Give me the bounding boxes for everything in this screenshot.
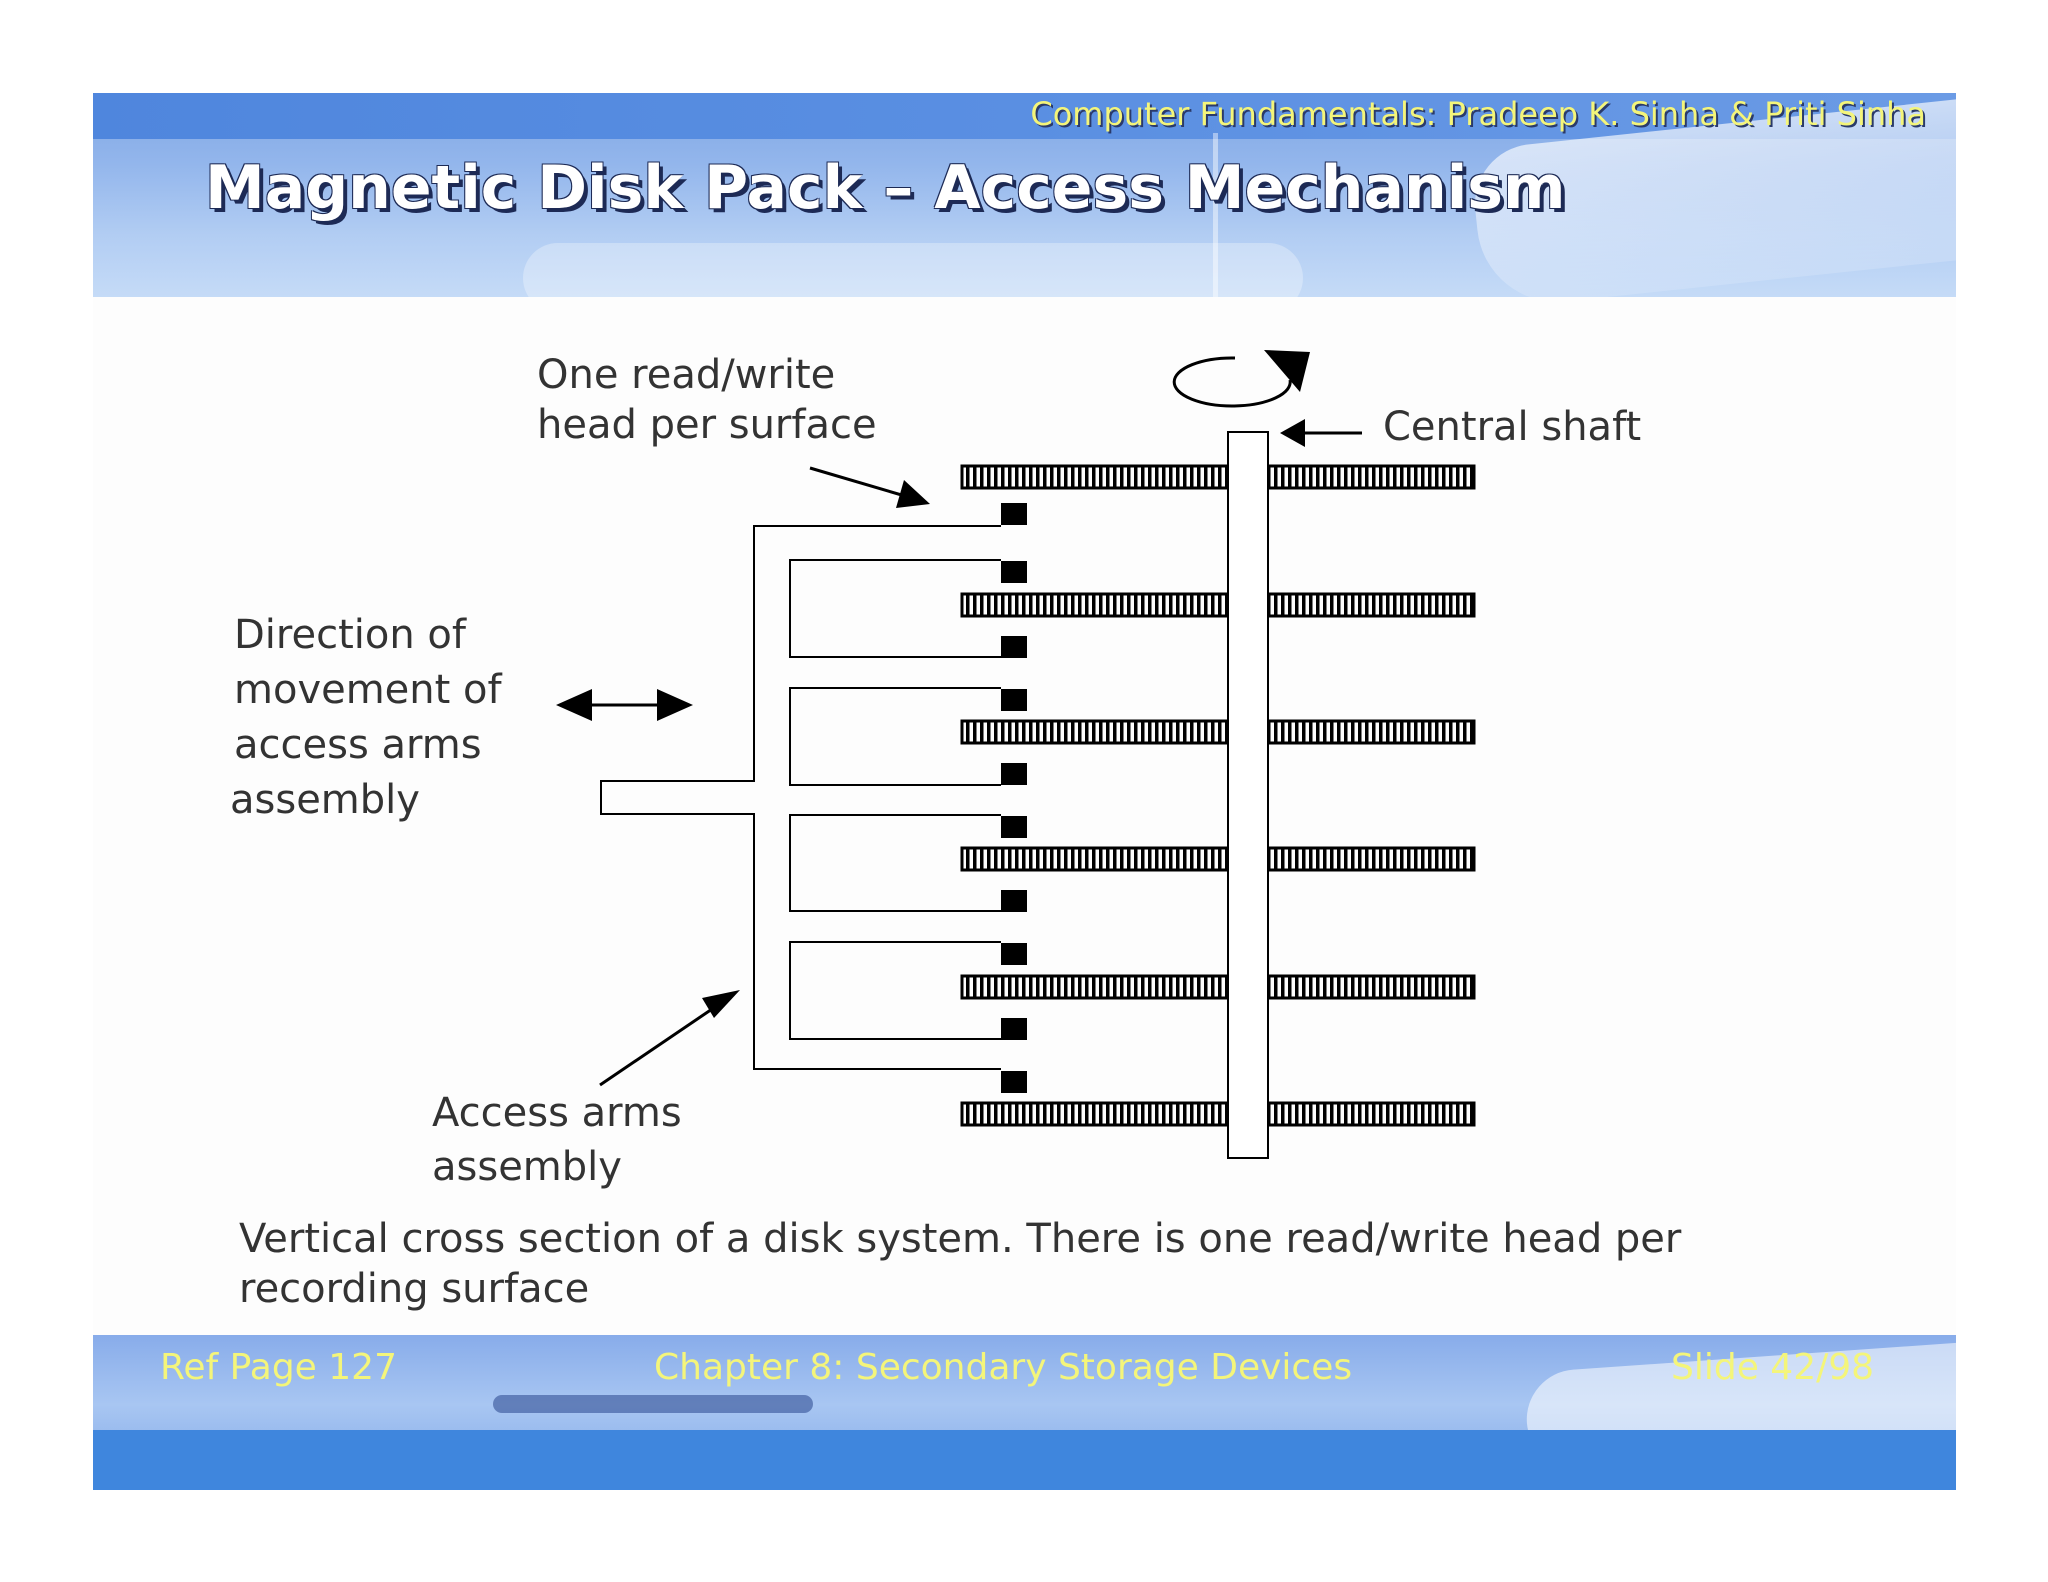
access-arms-label-line2: assembly	[432, 1144, 622, 1190]
direction-label-line4: assembly	[230, 777, 420, 823]
access-arms-label-line1: Access arms	[432, 1090, 682, 1136]
rotation-arrow-icon	[1172, 350, 1310, 408]
footer-bar	[93, 1430, 1956, 1490]
read-write-heads	[1001, 503, 1027, 1093]
slide-header: Computer Fundamentals: Pradeep K. Sinha …	[93, 93, 1956, 297]
head-pointer-arrow	[809, 466, 930, 508]
slide-number: Slide 42/98	[1671, 1347, 1875, 1388]
access-arms-assembly	[600, 525, 1001, 1070]
access-arm	[789, 687, 1001, 786]
header-background-decoration	[1213, 133, 1218, 297]
footer-background-decoration	[493, 1395, 813, 1413]
disk-platter	[960, 719, 1476, 745]
read-write-head	[1001, 943, 1027, 965]
head-label: One read/write head per surface	[537, 350, 877, 450]
slide-footer	[93, 1335, 1956, 1490]
central-shaft	[1227, 431, 1269, 1159]
read-write-head	[1001, 503, 1027, 525]
disk-platter	[960, 1101, 1476, 1127]
slide: Computer Fundamentals: Pradeep K. Sinha …	[93, 93, 1956, 1490]
read-write-head	[1001, 1071, 1027, 1093]
access-arms-pointer-arrow	[599, 990, 740, 1087]
chapter-title: Chapter 8: Secondary Storage Devices	[654, 1347, 1353, 1388]
slide-title: Magnetic Disk Pack – Access Mechanism	[205, 153, 1566, 223]
read-write-head	[1001, 763, 1027, 785]
read-write-head	[1001, 890, 1027, 912]
disk-platter	[960, 464, 1476, 490]
disk-platters	[960, 464, 1476, 1127]
head-label-line1: One read/write	[537, 352, 836, 398]
direction-label-line2: movement of	[234, 667, 502, 713]
read-write-head	[1001, 636, 1027, 658]
head-label-line2: head per surface	[537, 402, 877, 448]
read-write-head	[1001, 816, 1027, 838]
read-write-head	[1001, 689, 1027, 711]
central-shaft-arrow	[1280, 419, 1362, 447]
caption-line2: recording surface	[239, 1266, 590, 1312]
access-arms-label: Access arms assembly	[432, 1086, 682, 1194]
disk-platter	[960, 846, 1476, 872]
direction-double-arrow	[556, 689, 693, 721]
book-credit: Computer Fundamentals: Pradeep K. Sinha …	[1030, 95, 1926, 133]
access-arm	[789, 559, 1001, 658]
read-write-head	[1001, 561, 1027, 583]
disk-platter	[960, 974, 1476, 1000]
diagram-caption: Vertical cross section of a disk system.…	[239, 1214, 1681, 1314]
caption-line1: Vertical cross section of a disk system.…	[239, 1216, 1682, 1262]
direction-label-line1: Direction of	[234, 612, 466, 658]
ref-page: Ref Page 127	[160, 1347, 397, 1388]
read-write-head	[1001, 1018, 1027, 1040]
access-arm	[789, 941, 1001, 1040]
header-background-decoration	[523, 243, 1303, 297]
central-shaft-label: Central shaft	[1383, 404, 1642, 450]
disk-platter	[960, 592, 1476, 618]
direction-label-line3: access arms	[234, 722, 482, 768]
direction-label: Direction of movement of access arms ass…	[230, 608, 502, 828]
access-arm	[789, 814, 1001, 912]
access-arms	[789, 559, 1001, 1040]
